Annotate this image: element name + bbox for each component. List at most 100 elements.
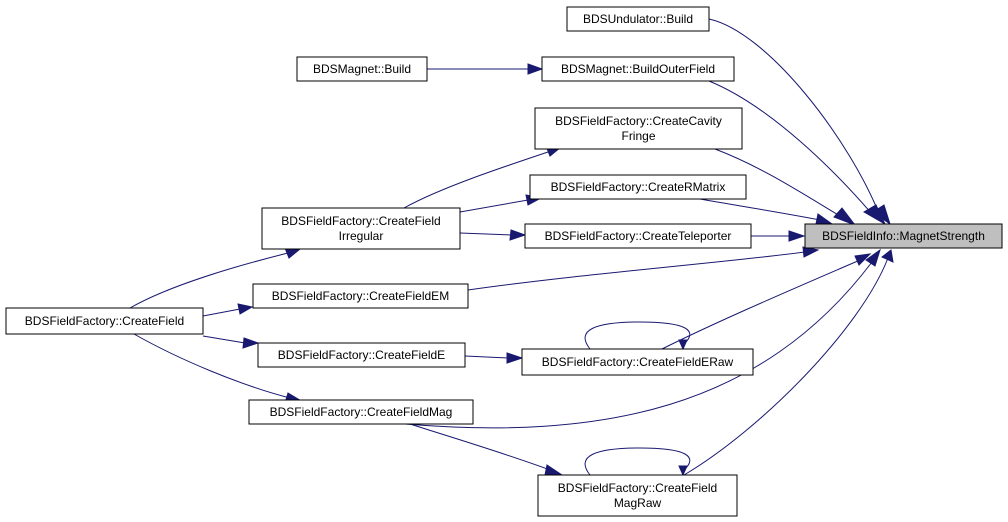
node-label: Irregular bbox=[339, 229, 384, 243]
arrowhead-icon bbox=[854, 253, 872, 266]
edge-create_field-to-create_field_irregular bbox=[129, 247, 302, 309]
node-box[interactable] bbox=[252, 283, 469, 309]
edge-line bbox=[404, 261, 873, 429]
edge-create_field_eraw-to-create_field_eraw bbox=[584, 321, 691, 351]
edge-line bbox=[584, 447, 691, 476]
node-create-field-mag[interactable]: BDSFieldFactory::CreateFieldMag bbox=[248, 399, 474, 425]
arrowhead-icon bbox=[527, 63, 544, 75]
node-create-field[interactable]: BDSFieldFactory::CreateField bbox=[5, 307, 204, 335]
node-box[interactable] bbox=[296, 56, 428, 82]
node-box[interactable] bbox=[257, 342, 466, 368]
edges-layer bbox=[129, 18, 894, 477]
arrowhead-icon bbox=[242, 337, 260, 349]
edge-line bbox=[133, 333, 291, 399]
node-box[interactable] bbox=[804, 223, 1003, 249]
arrowhead-icon bbox=[815, 213, 834, 225]
node-label: BDSFieldFactory::CreateField bbox=[281, 214, 440, 228]
edge-create_teleporter-to-magnet_strength bbox=[751, 230, 806, 242]
node-box[interactable] bbox=[541, 56, 735, 82]
edge-line bbox=[409, 423, 551, 471]
node-label: Fringe bbox=[621, 129, 655, 143]
edge-line bbox=[202, 335, 246, 344]
edge-line bbox=[714, 148, 841, 217]
node-box[interactable] bbox=[5, 307, 204, 335]
edge-line bbox=[459, 199, 529, 213]
edge-create_rmatrix-to-magnet_strength bbox=[699, 198, 834, 225]
edge-line bbox=[403, 150, 552, 209]
arrowhead-icon bbox=[881, 249, 894, 263]
node-box[interactable] bbox=[248, 399, 474, 425]
arrowhead-icon bbox=[678, 339, 688, 351]
node-box[interactable] bbox=[261, 207, 461, 250]
node-label: BDSFieldInfo::MagnetStrength bbox=[822, 229, 985, 243]
edge-line bbox=[202, 308, 241, 317]
node-magnet-strength[interactable]: BDSFieldInfo::MagnetStrength bbox=[804, 223, 1003, 249]
node-create-field-em[interactable]: BDSFieldFactory::CreateFieldEM bbox=[252, 283, 469, 309]
node-label: BDSFieldFactory::CreateField bbox=[25, 314, 184, 328]
edge-line bbox=[459, 232, 513, 236]
node-magnet-build-outer-field[interactable]: BDSMagnet::BuildOuterField bbox=[541, 56, 735, 82]
nodes-layer: BDSFieldInfo::MagnetStrength BDSUndulator… bbox=[5, 6, 1003, 517]
node-create-teleporter[interactable]: BDSFieldFactory::CreateTeleporter bbox=[524, 223, 752, 249]
node-label: MagRaw bbox=[614, 496, 662, 510]
node-label: BDSFieldFactory::CreateRMatrix bbox=[551, 180, 726, 194]
node-label: BDSFieldFactory::CreateFieldMag bbox=[270, 405, 453, 419]
node-label: BDSUndulator::Build bbox=[583, 12, 693, 26]
arrowhead-icon bbox=[865, 248, 881, 267]
arrowhead-icon bbox=[788, 230, 806, 242]
node-label: BDSFieldFactory::CreateField bbox=[558, 481, 717, 495]
edge-line bbox=[683, 257, 889, 476]
edge-magnet_build-to-magnet_build_outer_field bbox=[427, 63, 544, 75]
node-label: BDSFieldFactory::CreateCavity bbox=[555, 114, 722, 128]
node-label: BDSFieldFactory::CreateFieldERaw bbox=[542, 355, 734, 369]
edge-create_field_mag-to-magnet_strength bbox=[404, 248, 881, 429]
node-label: BDSMagnet::BuildOuterField bbox=[561, 62, 715, 76]
edge-create_field_eraw-to-magnet_strength bbox=[661, 253, 872, 350]
edge-line bbox=[699, 198, 821, 221]
edge-magnet_build_outer_field-to-magnet_strength bbox=[708, 80, 887, 226]
node-box[interactable] bbox=[521, 348, 754, 376]
edge-line bbox=[708, 18, 881, 217]
arrowhead-icon bbox=[678, 465, 688, 477]
edge-create_field_irregular-to-create_teleporter bbox=[459, 229, 527, 241]
edge-create_field-to-create_field_em bbox=[202, 303, 254, 317]
arrowhead-icon bbox=[506, 352, 524, 364]
node-box[interactable] bbox=[529, 174, 747, 200]
node-undulator-build[interactable]: BDSUndulator::Build bbox=[566, 6, 710, 32]
edge-create_field_e-to-create_field_eraw bbox=[464, 352, 524, 364]
node-create-field-eraw[interactable]: BDSFieldFactory::CreateFieldERaw bbox=[521, 348, 754, 376]
edge-line bbox=[129, 252, 289, 309]
edge-create_field_magraw-to-magnet_strength bbox=[683, 249, 894, 476]
arrowhead-icon bbox=[833, 207, 857, 227]
edge-create_field_magraw-to-create_field_magraw bbox=[584, 447, 691, 477]
edge-create_field_irregular-to-create_rmatrix bbox=[459, 194, 543, 213]
edge-create_field-to-create_field_e bbox=[202, 335, 260, 349]
edge-create_field_mag-to-create_field_magraw bbox=[409, 423, 564, 476]
edge-line bbox=[708, 80, 873, 215]
arrowhead-icon bbox=[509, 229, 527, 241]
node-label: BDSFieldFactory::CreateFieldEM bbox=[272, 289, 449, 303]
node-box[interactable] bbox=[566, 6, 710, 32]
node-label: BDSFieldFactory::CreateTeleporter bbox=[545, 229, 732, 243]
edge-line bbox=[467, 251, 806, 291]
node-box[interactable] bbox=[537, 474, 738, 517]
node-label: BDSFieldFactory::CreateFieldE bbox=[278, 348, 445, 362]
node-create-field-e[interactable]: BDSFieldFactory::CreateFieldE bbox=[257, 342, 466, 368]
edge-create_cavity_fringe-to-magnet_strength bbox=[714, 148, 857, 227]
node-create-rmatrix[interactable]: BDSFieldFactory::CreateRMatrix bbox=[529, 174, 747, 200]
edge-create_field_em-to-magnet_strength bbox=[467, 246, 820, 291]
arrowhead-icon bbox=[863, 204, 887, 226]
edge-line bbox=[464, 355, 509, 359]
edge-line bbox=[661, 259, 861, 350]
node-box[interactable] bbox=[524, 223, 752, 249]
node-label: BDSMagnet::Build bbox=[313, 62, 411, 76]
edge-line bbox=[584, 321, 691, 350]
arrowhead-icon bbox=[237, 303, 254, 315]
node-box[interactable] bbox=[534, 107, 743, 150]
node-magnet-build[interactable]: BDSMagnet::Build bbox=[296, 56, 428, 82]
arrowhead-icon bbox=[544, 464, 564, 476]
